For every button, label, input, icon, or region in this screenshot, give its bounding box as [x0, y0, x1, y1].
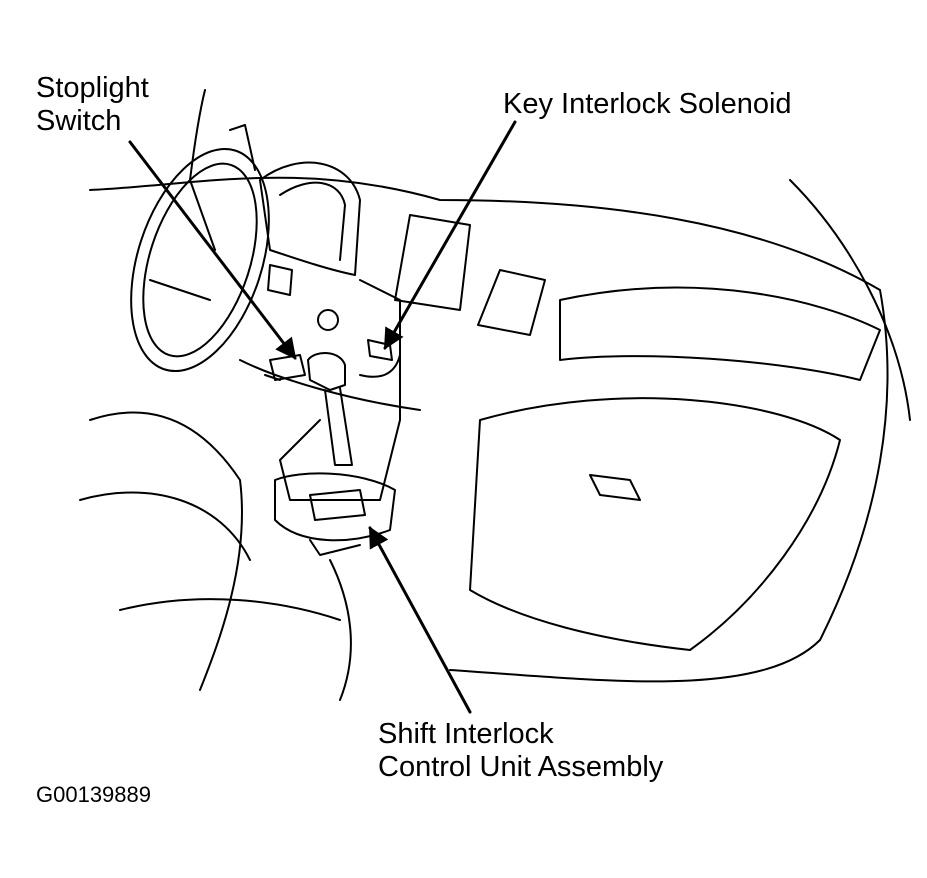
- shift-interlock-arrow: [368, 526, 472, 714]
- leader-arrows: [128, 120, 517, 714]
- stoplight-switch-part: [264, 354, 306, 381]
- shift-interlock-control-unit-label: Shift Interlock Control Unit Assembly: [378, 718, 663, 784]
- label-line: Shift Interlock: [378, 718, 554, 750]
- label-line: Stoplight: [36, 72, 149, 104]
- stoplight-switch-label: Stoplight Switch: [36, 72, 149, 138]
- key-interlock-solenoid-part: [359, 339, 401, 378]
- key-interlock-solenoid-arrow: [383, 120, 517, 350]
- steering-wheel: [130, 147, 270, 373]
- shift-lever: [307, 352, 353, 466]
- figure-id: G00139889: [36, 782, 151, 807]
- stoplight-switch-arrow: [128, 140, 297, 360]
- key-interlock-solenoid-label: Key Interlock Solenoid: [503, 88, 792, 120]
- seats: [79, 89, 352, 701]
- label-line: Control Unit Assembly: [378, 751, 664, 783]
- label-line: Switch: [36, 105, 122, 137]
- center-console: [239, 279, 421, 556]
- dashboard: [89, 161, 911, 683]
